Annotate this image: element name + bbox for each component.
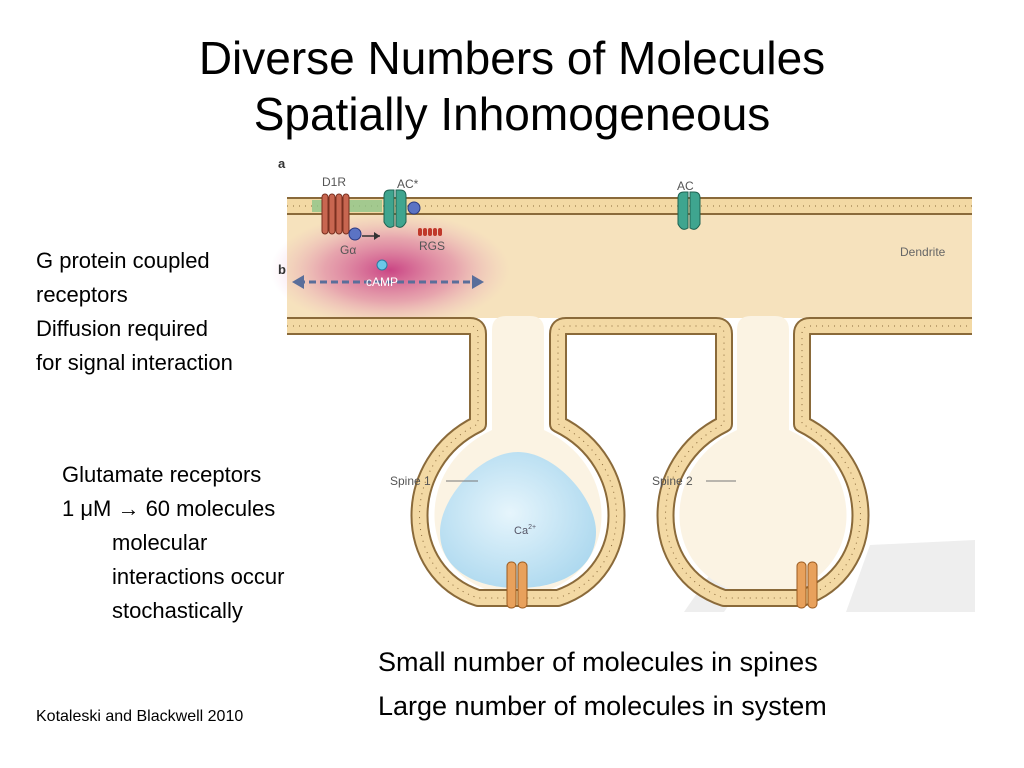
ac-label: AC — [677, 179, 694, 193]
glutamate-line: Glutamate receptors — [62, 462, 262, 487]
glutamate-line: 1 μM → 60 molecules — [62, 496, 276, 521]
g-alpha-label: Gα — [340, 243, 356, 257]
arrow-right-icon — [472, 275, 484, 289]
title-line-1: Diverse Numbers of Molecules — [198, 32, 826, 84]
ac-star-channel — [383, 189, 407, 228]
calcium-cloud — [440, 452, 596, 588]
d1r-receptor — [321, 193, 350, 235]
dendrite-label: Dendrite — [900, 245, 946, 259]
gpcr-text-block: G protein coupled receptors Diffusion re… — [36, 244, 233, 380]
glutamate-text-block: Glutamate receptors 1 μM → 60 molecules … — [62, 458, 284, 628]
glutamate-sub-line: interactions occur — [112, 564, 285, 589]
gpcr-line: receptors — [36, 282, 128, 307]
gpcr-line: for signal interaction — [36, 350, 233, 375]
gpcr-line: Diffusion required — [36, 316, 209, 341]
gpcr-line: G protein coupled — [36, 248, 210, 273]
calcium-label: Ca2+ — [514, 524, 536, 537]
glutamate-receptor-spine1 — [506, 561, 528, 609]
panel-b-label: b — [278, 262, 286, 277]
glutamate-sub-line: stochastically — [112, 598, 243, 623]
bottom-line: Large number of molecules in system — [378, 691, 827, 721]
spine1-label: Spine 1 — [390, 474, 431, 488]
glutamate-receptor-spine2 — [796, 561, 818, 609]
ac-star-label: AC* — [397, 177, 419, 191]
g-alpha-subunit — [348, 227, 362, 241]
g-protein-on-ac — [407, 201, 421, 215]
camp-molecule — [376, 259, 388, 271]
camp-cloud — [270, 212, 510, 328]
slide-title: Diverse Numbers of Molecules Spatially I… — [0, 30, 1024, 142]
glutamate-sub-line: molecular — [112, 530, 208, 555]
d1r-label: D1R — [322, 175, 346, 189]
arrow-left-icon — [292, 275, 304, 289]
title-line-2: Spatially Inhomogeneous — [253, 88, 771, 140]
bottom-text-block: Small number of molecules in spines Larg… — [378, 640, 827, 728]
watermark-shape — [846, 540, 975, 612]
camp-label: cAMP — [366, 275, 398, 289]
rgs-protein — [418, 228, 442, 236]
spine2-label: Spine 2 — [652, 474, 693, 488]
bottom-line: Small number of molecules in spines — [378, 647, 818, 677]
ac-channel — [677, 191, 701, 230]
rgs-label: RGS — [419, 239, 445, 253]
citation: Kotaleski and Blackwell 2010 — [36, 708, 244, 725]
arrow-head-icon — [374, 232, 380, 240]
panel-a-label: a — [278, 156, 286, 171]
